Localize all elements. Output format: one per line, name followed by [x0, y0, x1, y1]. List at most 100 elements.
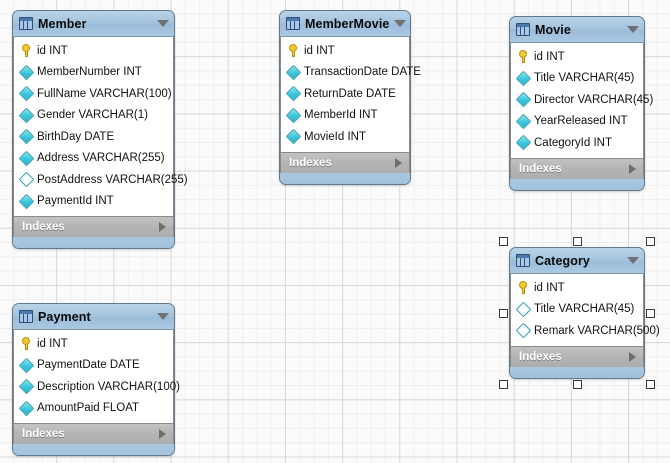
resize-handle-se[interactable]: [646, 380, 655, 389]
table-footer: [510, 178, 644, 190]
table-node-payment[interactable]: Payment id INT PaymentDate DATE Description…: [12, 303, 180, 456]
column-diamond-icon: [18, 193, 35, 210]
column-label: id INT: [37, 44, 68, 57]
column-diamond-icon: [515, 91, 532, 108]
column-label: PaymentId INT: [37, 195, 114, 208]
table-footer: [510, 366, 644, 378]
table-columns: id INT TransactionDate DATE ReturnDate DAT…: [280, 37, 421, 152]
table-icon: [286, 17, 300, 30]
table-icon: [19, 310, 33, 323]
column-diamond-icon: [18, 107, 35, 124]
column-diamond-icon: [515, 322, 532, 339]
column-row[interactable]: Remark VARCHAR(500): [511, 320, 660, 342]
table-title: Payment: [38, 309, 91, 324]
column-row[interactable]: MovieId INT: [281, 126, 409, 148]
resize-handle-ne[interactable]: [646, 237, 655, 246]
resize-handle-sw[interactable]: [499, 380, 508, 389]
column-row[interactable]: id INT: [14, 40, 173, 62]
column-row[interactable]: Description VARCHAR(100): [14, 376, 180, 398]
column-label: YearReleased INT: [534, 115, 628, 128]
column-row[interactable]: Address VARCHAR(255): [14, 148, 173, 170]
column-row[interactable]: PostAddress VARCHAR(255): [14, 169, 188, 191]
resize-handle-e[interactable]: [646, 308, 655, 318]
column-diamond-icon: [18, 150, 35, 167]
column-row[interactable]: MemberNumber INT: [14, 62, 173, 84]
column-row[interactable]: AmountPaid FLOAT: [14, 398, 173, 420]
primary-key-icon: [21, 337, 32, 351]
table-node-membermovie[interactable]: MemberMovie id INT TransactionDate DATE Ret…: [279, 10, 421, 185]
column-row[interactable]: FullName VARCHAR(100): [14, 83, 173, 105]
column-row[interactable]: MemberId INT: [281, 105, 409, 127]
table-title: Category: [535, 253, 590, 268]
column-label: TransactionDate DATE: [304, 66, 421, 79]
primary-key-icon: [288, 44, 299, 58]
table-header-payment[interactable]: Payment: [13, 304, 174, 330]
column-label: id INT: [37, 337, 68, 350]
column-row[interactable]: id INT: [511, 46, 643, 68]
table-header-category[interactable]: Category: [510, 248, 644, 274]
column-row[interactable]: PaymentDate DATE: [14, 355, 173, 377]
column-diamond-icon: [18, 357, 35, 374]
column-label: AmountPaid FLOAT: [37, 402, 140, 415]
table-columns: id INT MemberNumber INT FullName VARCHAR(1…: [13, 37, 188, 216]
column-label: MemberNumber INT: [37, 66, 142, 79]
resize-handle-n[interactable]: [572, 237, 582, 246]
chevron-down-icon[interactable]: [157, 313, 169, 320]
column-row[interactable]: Title VARCHAR(45): [511, 68, 643, 90]
table-title: MemberMovie: [305, 16, 390, 31]
column-label: Remark VARCHAR(500): [534, 324, 660, 337]
column-row[interactable]: YearReleased INT: [511, 111, 643, 133]
column-label: BirthDay DATE: [37, 130, 115, 143]
indexes-label: Indexes: [22, 221, 65, 233]
indexes-label: Indexes: [519, 350, 562, 363]
column-label: MemberId INT: [304, 109, 378, 122]
column-row[interactable]: TransactionDate DATE: [281, 62, 421, 84]
column-row[interactable]: BirthDay DATE: [14, 126, 173, 148]
chevron-down-icon[interactable]: [627, 257, 639, 264]
resize-handle-s[interactable]: [572, 380, 582, 389]
chevron-down-icon[interactable]: [627, 26, 639, 33]
column-diamond-icon: [18, 171, 35, 188]
resize-handle-nw[interactable]: [499, 237, 508, 246]
column-row[interactable]: Title VARCHAR(45): [511, 299, 643, 321]
table-icon: [19, 17, 33, 30]
column-label: Address VARCHAR(255): [37, 152, 165, 165]
table-header-membermovie[interactable]: MemberMovie: [280, 11, 410, 37]
column-diamond-icon: [18, 128, 35, 145]
column-diamond-icon: [285, 85, 302, 102]
column-diamond-icon: [18, 378, 35, 395]
column-row[interactable]: Director VARCHAR(45): [511, 89, 653, 111]
column-diamond-icon: [285, 64, 302, 81]
chevron-right-icon[interactable]: [159, 222, 166, 232]
indexes-section[interactable]: Indexes: [510, 345, 644, 367]
column-row[interactable]: id INT: [511, 277, 643, 299]
chevron-right-icon[interactable]: [629, 351, 636, 362]
table-header-movie[interactable]: Movie: [510, 17, 644, 43]
column-row[interactable]: PaymentId INT: [14, 191, 173, 213]
resize-handle-w[interactable]: [499, 308, 508, 318]
indexes-section[interactable]: Indexes: [13, 216, 174, 237]
column-row[interactable]: Gender VARCHAR(1): [14, 105, 173, 127]
chevron-right-icon[interactable]: [395, 157, 402, 168]
table-header-member[interactable]: Member: [13, 11, 174, 37]
indexes-section[interactable]: Indexes: [280, 151, 410, 173]
column-row[interactable]: CategoryId INT: [511, 132, 643, 154]
column-label: Description VARCHAR(100): [37, 380, 180, 393]
column-row[interactable]: id INT: [281, 40, 409, 62]
column-row[interactable]: id INT: [14, 333, 173, 355]
chevron-down-icon[interactable]: [394, 20, 407, 27]
column-label: Gender VARCHAR(1): [37, 109, 148, 122]
indexes-section[interactable]: Indexes: [13, 423, 174, 444]
indexes-section[interactable]: Indexes: [510, 157, 644, 179]
column-row[interactable]: ReturnDate DATE: [281, 83, 409, 105]
chevron-right-icon[interactable]: [629, 163, 636, 174]
chevron-down-icon[interactable]: [157, 20, 169, 27]
indexes-label: Indexes: [289, 156, 332, 169]
table-footer: [13, 237, 174, 248]
table-node-member[interactable]: Member id INT MemberNumber INT FullName VAR…: [12, 10, 188, 249]
chevron-right-icon[interactable]: [159, 429, 166, 439]
